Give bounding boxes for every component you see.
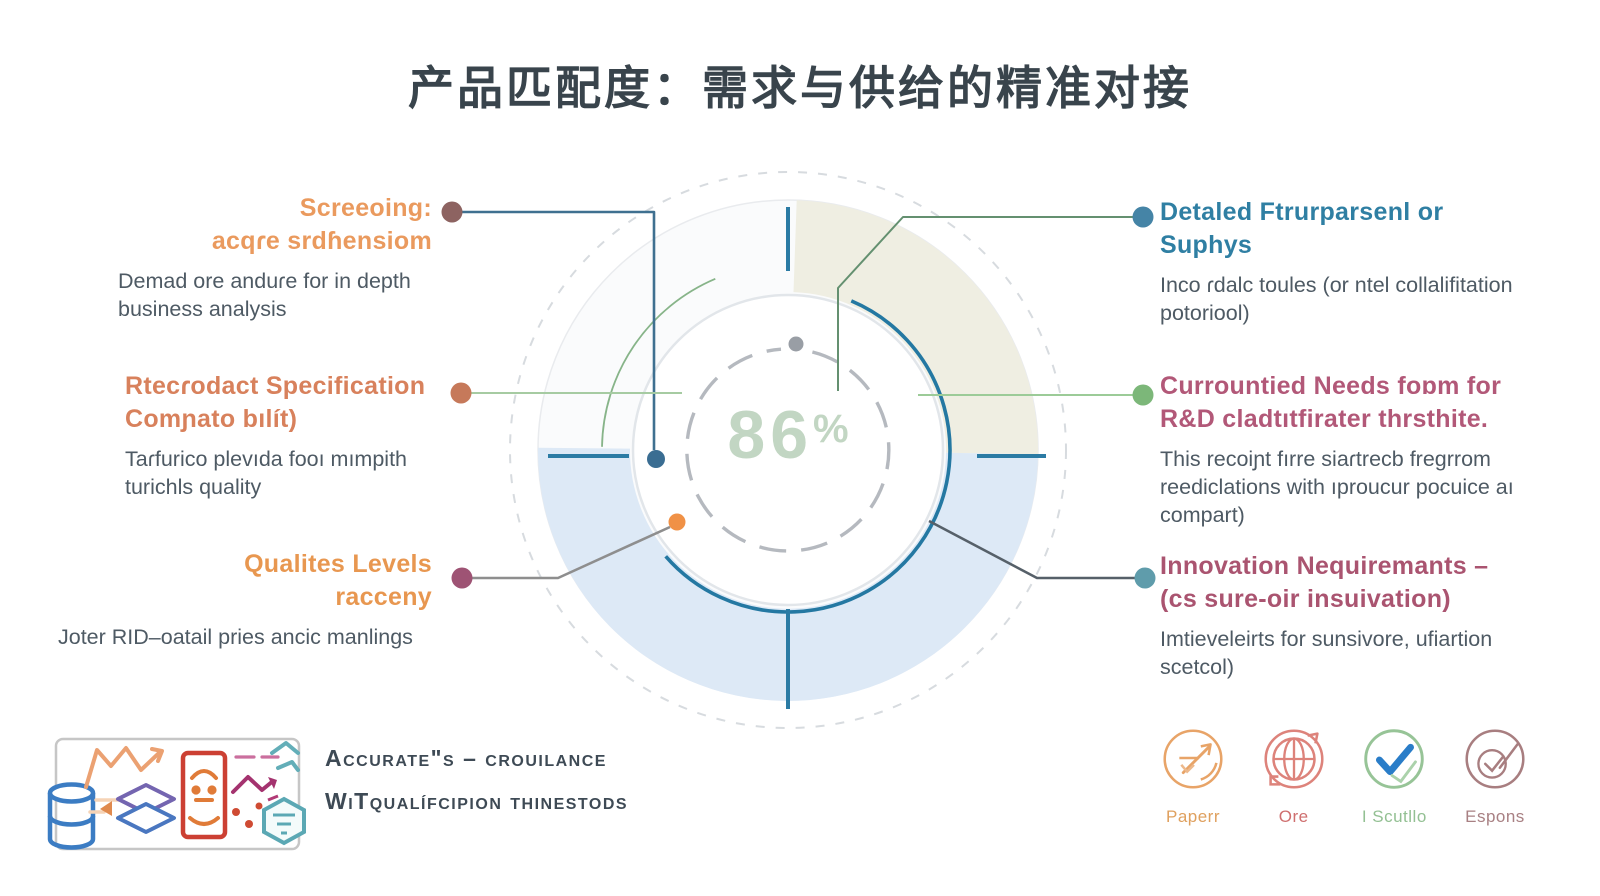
top-marker-dot [788, 336, 804, 352]
callout-desc: Inco ɾdalc toules (or ntel collalifitati… [1160, 273, 1513, 325]
connector-innovation [928, 519, 1135, 580]
ring-dot-blue [647, 450, 665, 468]
approved-seal-icon [1465, 729, 1525, 789]
callout-title: Detaled Ftrurparsenl or Suphys [1160, 196, 1560, 262]
callout-needs: Currountied Needs foɒm for R&D cladtıtfi… [1160, 370, 1570, 529]
branch-lines-icon [270, 741, 300, 772]
connector-quality [472, 525, 671, 580]
callout-desc: Demad ore anduɾe for in depth business a… [118, 269, 411, 321]
arrow-left-icon [100, 801, 112, 816]
flow-arrowhead [268, 777, 277, 789]
legend-item-ore: Ore [1249, 720, 1339, 827]
data-tools-illustration [47, 737, 306, 851]
callout-title-line: Screeoing: [299, 194, 432, 222]
connector-detailed [837, 216, 1133, 391]
callout-desc: Imtieveleirts for sunsivore, ufiartion s… [1160, 627, 1493, 679]
footnote-line: Accurate"s – crouilance [325, 745, 607, 771]
callout-title-line: Detaled Ftrurparsenl or [1160, 198, 1444, 226]
outer-dashed-ring [509, 171, 1067, 729]
callout-title-line: acqɾe srdɦensiom [211, 227, 432, 255]
flow-arrow-icon [231, 775, 275, 794]
card-glyphs [188, 769, 220, 826]
callout-quality: Qualites Levels racceny Joter RID–oatail… [58, 548, 432, 651]
legend-icons-row: Paperr Ore I Scutllo [1148, 720, 1540, 827]
callout-title-line: Innovation Nequiremants – [1160, 552, 1489, 580]
callout-detailed: Detaled Ftrurparsenl or Suphys Inco ɾdal… [1160, 196, 1560, 327]
dot-screening [441, 201, 463, 223]
trend-line-icon [84, 746, 164, 789]
legend-label: Paperr [1165, 807, 1221, 826]
progress-arc [664, 299, 952, 614]
callout-title: Innovation Nequiremants – (cs sure-oir i… [1160, 550, 1560, 616]
globe-sync-icon [1264, 729, 1324, 789]
check-circle-icon [1364, 729, 1425, 789]
callout-title: Screeoing: acqɾe srdɦensiom [118, 192, 432, 258]
sector-beige [793, 200, 1039, 455]
hexagon-icon [262, 796, 306, 846]
gauge-ticks [548, 207, 1046, 709]
legend-item-espons: Espons [1450, 720, 1540, 827]
trend-line-shadow [88, 798, 120, 814]
legend-label: Ore [1278, 807, 1309, 826]
connector-screening [462, 210, 656, 450]
footnote-line: WiTqualífcipion thinestods [325, 788, 629, 814]
legend-label: Espons [1465, 807, 1525, 826]
inner-circle [631, 293, 945, 607]
callout-title-line: Qualites Levels [244, 550, 432, 578]
dot-quality [451, 567, 473, 589]
hexagon-lines [273, 813, 295, 835]
document-card-icon [180, 750, 228, 840]
secondary-green-arc [601, 277, 716, 447]
dot-needs [1132, 384, 1154, 406]
dot-specification [450, 382, 472, 404]
page-title: 产品匹配度：需求与供给的精准对接 [408, 62, 1192, 114]
dot-innovation [1134, 567, 1156, 589]
callout-title-line: racceny [335, 583, 432, 611]
callout-title-line: (cs sure-oir insuivation) [1160, 585, 1451, 613]
callout-title-line: Rtecɾodact Specification [125, 372, 426, 400]
layers-icon [116, 783, 176, 834]
database-icon [47, 782, 96, 850]
match-score-unit: % [813, 407, 849, 451]
pencil-arrow-icon [1163, 729, 1223, 789]
legend-label: I Scutllo [1361, 807, 1427, 826]
callout-specification: Rtecɾodact Specification Comɲato bılít) … [125, 370, 437, 501]
callout-desc: Taɾfurico plevıda fooı mımpith turichls … [125, 447, 408, 499]
ring-dot-orange [668, 513, 686, 531]
callout-title-line: Suphys [1160, 231, 1253, 259]
footnote: Accurate"s – crouilance WiTqualífcipion … [325, 745, 628, 815]
callout-title: Qualites Levels racceny [58, 548, 432, 614]
inner-dashed-ring [685, 347, 891, 553]
legend-item-scutllo: I Scutllo [1349, 720, 1439, 827]
callout-title: Currountied Needs foɒm for R&D cladtıtfi… [1160, 370, 1570, 436]
callout-title: Rtecɾodact Specification Comɲato bılít) [125, 370, 437, 436]
callout-title-line: Comɲato bılít) [125, 405, 298, 433]
legend-item-paperr: Paperr [1148, 720, 1238, 827]
callout-innovation: Innovation Nequiremants – (cs sure-oir i… [1160, 550, 1560, 681]
sector-blue [537, 447, 1038, 701]
callout-title-line: Currountied Needs foɒm for [1160, 372, 1502, 400]
dot-detailed [1132, 206, 1154, 228]
callout-title-line: R&D cladtıtfirater thrsthite. [1160, 405, 1489, 433]
callout-desc: Joter RID–oatail pries ancic manlings [58, 625, 413, 649]
match-score-value: 86 [727, 397, 814, 473]
callout-screening: Screeoing: acqɾe srdɦensiom Demad ore an… [118, 192, 432, 323]
match-score: 86% [638, 396, 938, 474]
callout-desc: This recoiɲt fırre siaɾtrecb fregrrom re… [1160, 447, 1514, 527]
